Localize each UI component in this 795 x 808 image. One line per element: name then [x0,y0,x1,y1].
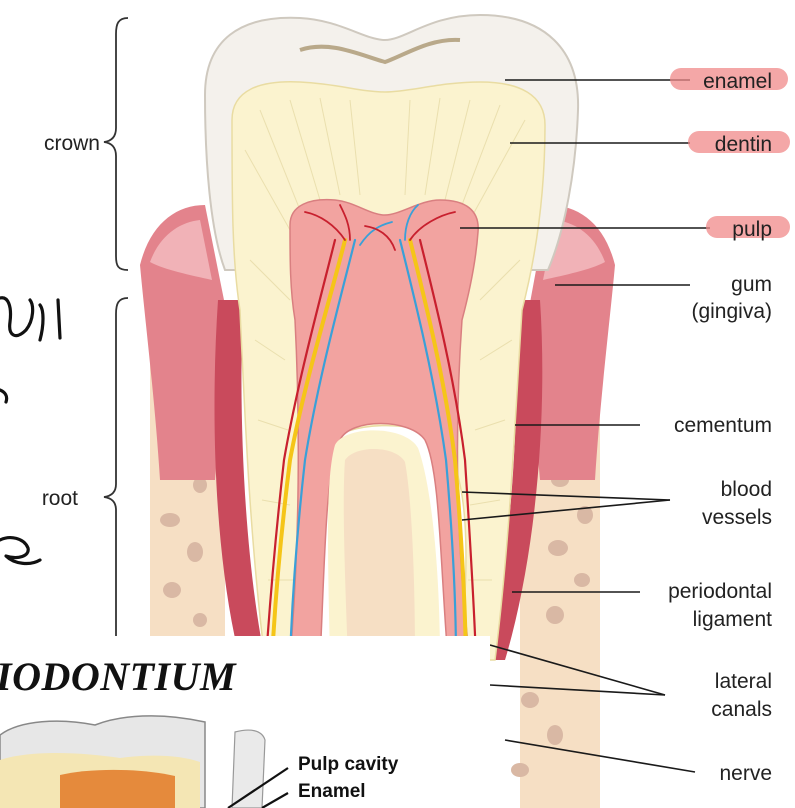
inset-label-pulp-cavity: Pulp cavity [298,754,399,775]
inset-side-tooth [232,730,265,808]
label-root: root [42,487,78,510]
inset-pulp-cavity [60,770,175,808]
crown-brace [104,18,128,270]
label-gum: gum [731,273,772,296]
label-enamel: enamel [703,70,772,93]
root-brace [104,298,128,640]
label-dentin: dentin [715,133,772,156]
label-pulp: pulp [732,218,772,241]
label-nerve: nerve [719,762,772,785]
inset-label-enamel: Enamel [298,781,366,802]
label-cementum: cementum [674,414,772,437]
label-blood: blood [721,478,772,501]
label-ligament: ligament [693,608,773,631]
handwriting-marks [0,298,60,564]
inset-title: IODONTIUM [0,654,237,699]
label-periodontal: periodontal [668,580,772,603]
label-vessels: vessels [702,506,772,529]
label-gingiva: (gingiva) [691,300,772,323]
label-lateral: lateral [715,670,772,693]
label-crown: crown [44,132,100,155]
label-canals: canals [711,698,772,721]
interradicular-bone [344,449,415,660]
